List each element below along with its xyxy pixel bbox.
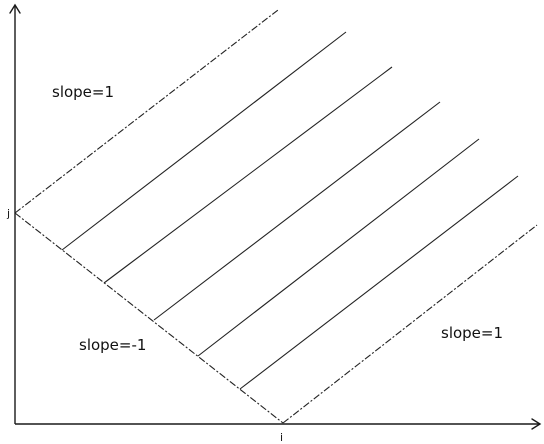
diagonal-line-2 xyxy=(61,31,347,251)
label-top-left-region: slope=1 xyxy=(52,83,114,101)
slope-one-lines xyxy=(14,9,538,424)
label-right-region: slope=1 xyxy=(441,324,503,342)
boundary-line-slope-neg1 xyxy=(14,212,284,424)
y-axis-arrow-icon xyxy=(9,3,21,14)
x-axis-tick-label: i xyxy=(280,431,283,444)
diagonal-line-7 xyxy=(282,224,538,424)
diagonal-line-6 xyxy=(239,175,519,390)
diagonal-line-3 xyxy=(103,66,393,284)
label-middle-region: slope=-1 xyxy=(79,336,146,354)
x-axis-arrow-icon xyxy=(531,418,542,430)
diagonal-line-4 xyxy=(153,101,441,321)
y-axis-tick-label: j xyxy=(6,207,10,220)
diagonal-line-5 xyxy=(197,138,480,357)
diagonal-line-1 xyxy=(14,9,279,214)
